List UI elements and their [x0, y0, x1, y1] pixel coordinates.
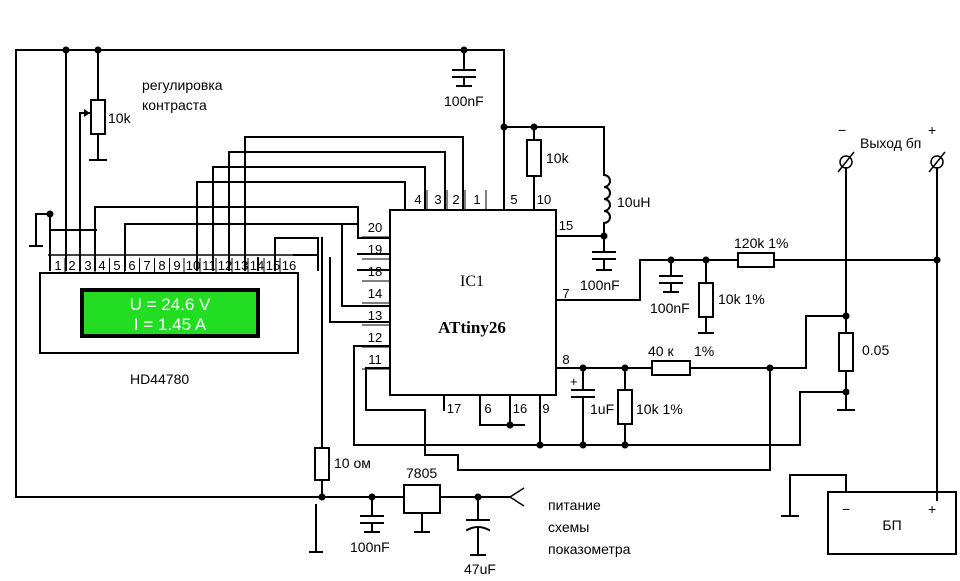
- lcd-pin-13: 13: [234, 258, 248, 273]
- lcd-pin-8: 8: [158, 258, 165, 273]
- cap7-label: 100nF: [650, 300, 690, 316]
- psu-label: БП: [882, 517, 901, 533]
- ic-pin-9: 9: [542, 401, 549, 416]
- ic-pin-16: 16: [513, 401, 527, 416]
- output-terminals: − + Выход бп: [837, 122, 946, 501]
- lcd-model-label: HD44780: [130, 371, 189, 387]
- ic-pin-11: 11: [368, 352, 382, 367]
- lcd-pin-2: 2: [68, 258, 75, 273]
- resistor-120k: [737, 252, 775, 268]
- cap15-label: 100nF: [580, 277, 620, 293]
- cap-47uf-label: 47uF: [464, 561, 496, 577]
- resistor-10k-low: [617, 389, 633, 425]
- ic-pin-13: 13: [368, 308, 382, 323]
- ic-pin-1: 1: [473, 192, 480, 207]
- ic-pin-6: 6: [484, 401, 491, 416]
- res-40k-label: 40 к: [648, 343, 674, 359]
- ic-pin-12: 12: [368, 330, 382, 345]
- lcd-pin-10: 10: [186, 258, 200, 273]
- lcd-pin-7: 7: [143, 258, 150, 273]
- ic-pin-2: 2: [452, 192, 459, 207]
- current-sense: 40 к 1% + 1uF 10k 1%: [555, 343, 807, 471]
- data-bus-left: [257, 206, 426, 456]
- ic-pin-15: 15: [559, 218, 573, 233]
- lcd-pin-9: 9: [173, 258, 180, 273]
- res-10k-low-label: 10k 1%: [636, 401, 683, 417]
- ic-pin-20: 20: [368, 220, 382, 235]
- ic-name: ATtiny26: [438, 318, 506, 337]
- ic-pin-10: 10: [537, 192, 551, 207]
- lcd-pin-1: 1: [54, 258, 61, 273]
- res-120k-label: 120k 1%: [734, 235, 788, 251]
- ic1-attiny26: IC1 ATtiny26: [389, 209, 557, 396]
- shunt-label: 0.05: [862, 342, 889, 358]
- lcd-pin-wires: [29, 49, 359, 271]
- resistor-10k-divider: [698, 282, 714, 318]
- ic-pin-14: 14: [368, 286, 382, 301]
- psu-plus: +: [928, 501, 936, 517]
- data-bus-top: [196, 136, 464, 211]
- res-40k-tol: 1%: [694, 343, 714, 359]
- power-supply-section: 10 ом 100nF 7805 47uF питание схемы пока…: [15, 237, 631, 577]
- lcd-module: U = 24.6 V I = 1.45 A HD44780: [39, 254, 299, 387]
- lcd-line-2: I = 1.45 A: [134, 315, 207, 334]
- res-10ohm-label: 10 ом: [334, 455, 371, 471]
- lcd-pin-5: 5: [113, 258, 120, 273]
- contrast-label-1: регулировка: [142, 77, 223, 93]
- ic-pin-3: 3: [434, 192, 441, 207]
- cap-1uf-plus: +: [570, 374, 578, 389]
- psu-block: БП − +: [781, 474, 957, 555]
- shunt-resistor: [838, 332, 854, 372]
- out-minus: −: [838, 122, 846, 138]
- res-10k-div-label: 10k 1%: [718, 291, 765, 307]
- supply-label-2: схемы: [548, 519, 589, 535]
- lcd-line-1: U = 24.6 V: [130, 295, 211, 314]
- lcd-pin-4: 4: [98, 258, 105, 273]
- ground-rails: [353, 394, 801, 471]
- pot-value: 10k: [108, 110, 132, 126]
- regulator-label: 7805: [406, 465, 437, 481]
- potentiometer-10k: [90, 99, 106, 135]
- ic-pin-19: 19: [368, 242, 382, 257]
- lcd-pin-15: 15: [266, 258, 280, 273]
- out-plus: +: [928, 122, 936, 138]
- ic-pin-5: 5: [510, 192, 517, 207]
- inductor-10uh: [602, 173, 611, 225]
- res-10k-top-label: 10k: [546, 150, 570, 166]
- output-label: Выход бп: [860, 135, 921, 151]
- ic-power-wires: 10k 10uH 100nF: [500, 49, 650, 293]
- top-rail: 10k регулировка контраста 100nF: [15, 46, 505, 498]
- current-shunt: 0.05: [799, 312, 889, 446]
- resistor-10k-top: [526, 139, 542, 177]
- lcd-pin-12: 12: [218, 258, 232, 273]
- regulator-7805: [403, 484, 441, 514]
- lcd-pin-16: 16: [282, 258, 296, 273]
- cap-top-label: 100nF: [444, 93, 484, 109]
- resistor-40k: [651, 360, 691, 376]
- cap-1uf-label: 1uF: [590, 401, 614, 417]
- contrast-label-2: контраста: [142, 97, 207, 113]
- ic-pin-4: 4: [414, 192, 421, 207]
- ic-pin-8: 8: [562, 352, 569, 367]
- ic-pin-18: 18: [368, 264, 382, 279]
- ic-label: IC1: [460, 273, 484, 290]
- cap-reg-in-label: 100nF: [350, 539, 390, 555]
- lcd-pin-6: 6: [128, 258, 135, 273]
- resistor-10-ohm: [314, 447, 330, 481]
- supply-label-1: питание: [548, 497, 601, 513]
- voltage-divider: 100nF 10k 1% 120k 1%: [555, 235, 941, 334]
- ic-pin-7: 7: [562, 286, 569, 301]
- ic-pin-17: 17: [447, 401, 461, 416]
- lcd-pin-3: 3: [84, 258, 91, 273]
- inductor-label: 10uH: [617, 194, 650, 210]
- supply-label-3: показометра: [548, 541, 631, 557]
- psu-minus: −: [842, 501, 850, 517]
